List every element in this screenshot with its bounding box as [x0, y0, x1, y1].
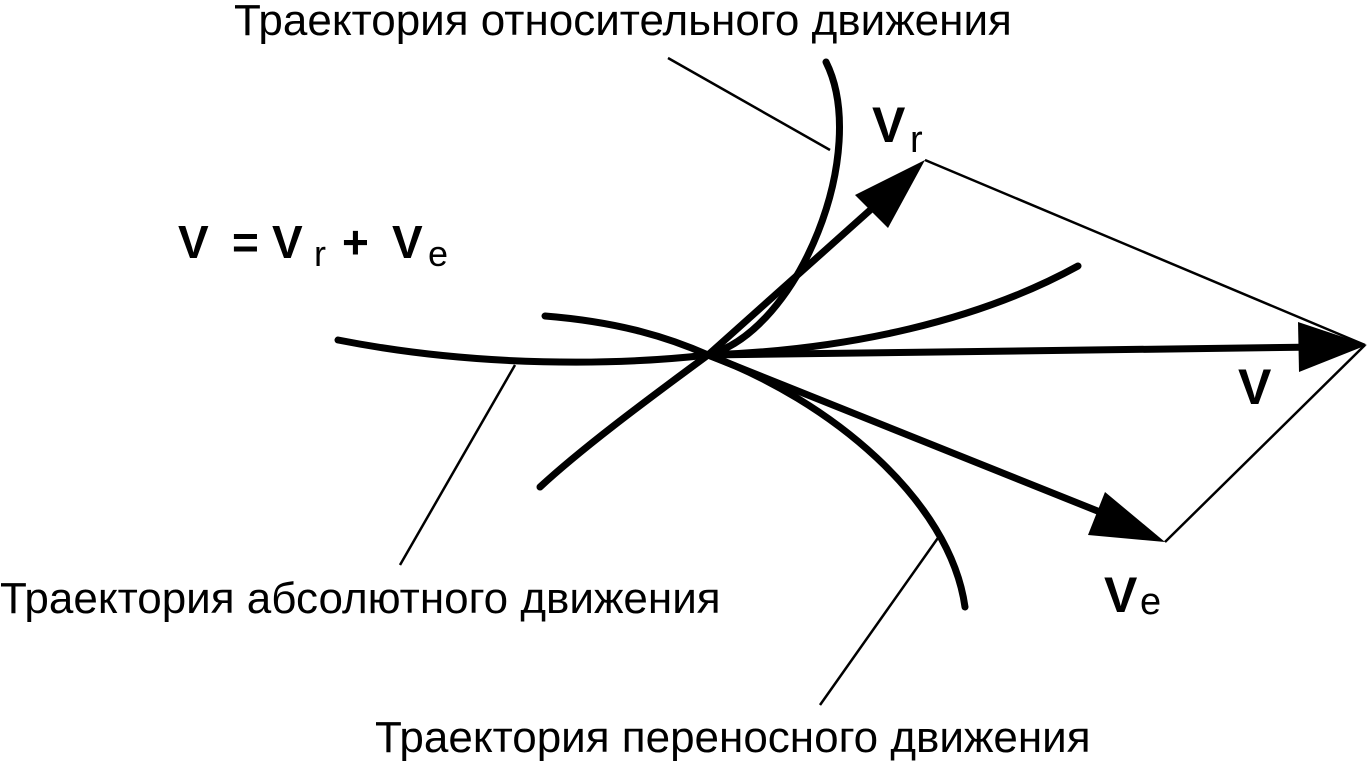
leader-relative: [667, 56, 831, 152]
vector-v-label: V: [1238, 359, 1272, 415]
vector-ve-sub: e: [1140, 581, 1161, 623]
vector-vr-label: V: [872, 97, 906, 153]
vector-v-arrow: [707, 343, 1321, 359]
formula-ve: V: [392, 216, 423, 268]
vector-ve-arrow: [706, 351, 1122, 524]
absolute-trajectory-curve: [334, 262, 1082, 366]
vector-ve-label: V: [1104, 567, 1138, 623]
formula-v: V: [178, 216, 209, 268]
leader-transport: [818, 534, 942, 706]
transport-trajectory-label: Траектория переносного движения: [375, 713, 1091, 762]
relative-trajectory-label: Траектория относительного движения: [234, 0, 1012, 45]
relative-trajectory-curve: [536, 58, 843, 491]
vector-ve-head: [1088, 492, 1165, 542]
formula: V = V r + V e: [178, 216, 448, 274]
formula-plus: +: [342, 216, 369, 268]
parallelogram-bottom: [1164, 344, 1366, 543]
formula-vr-sub: r: [314, 233, 326, 274]
vector-vr-sub: r: [910, 119, 923, 161]
vector-v-head: [1298, 322, 1367, 372]
vector-vr-head: [855, 160, 925, 228]
formula-equals: =: [232, 216, 259, 268]
absolute-trajectory-label: Траектория абсолютного движения: [0, 574, 721, 623]
formula-vr: V: [272, 216, 303, 268]
parallelogram-top: [924, 158, 1366, 347]
leader-absolute: [398, 364, 517, 566]
formula-ve-sub: e: [428, 233, 448, 274]
